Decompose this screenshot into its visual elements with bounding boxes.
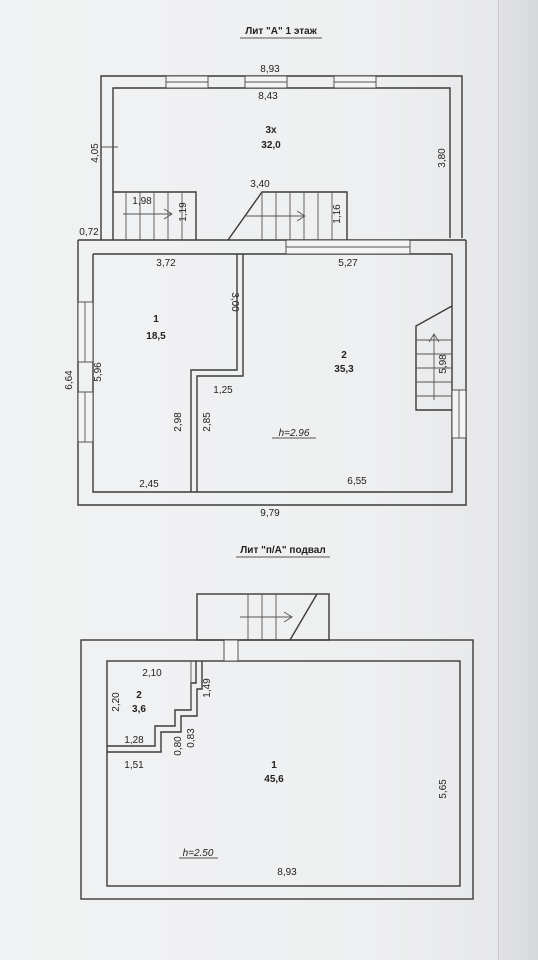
dim-b-bottom-893: 8,93: [277, 867, 297, 878]
floor1-top-windows: [165, 75, 377, 89]
floor1-lower-top-window: [285, 239, 411, 255]
floor1-stair-upper: [113, 191, 348, 241]
room-3x-number: 3х: [265, 125, 277, 136]
dim-b-right-565: 5,65: [438, 779, 449, 799]
dim-b-step-080: 0,80: [173, 736, 184, 756]
room-1-number: 1: [153, 314, 159, 325]
dim-room1-bottom: 2,45: [139, 479, 159, 490]
dim-b-top-210: 2,10: [142, 668, 162, 679]
floor1-lower-walls: [77, 239, 467, 506]
dim-top-inner: 8,43: [258, 91, 278, 102]
dim-b-step-083: 0,83: [186, 728, 197, 748]
floor1-right-window: [451, 389, 467, 439]
dim-b-bottom-151: 1,51: [124, 760, 144, 771]
basement-room2-walls: [107, 661, 203, 753]
room-3x-area: 32,0: [261, 140, 281, 151]
room-1-area: 18,5: [146, 331, 166, 342]
dim-b-right-149: 1,49: [202, 678, 213, 698]
dim-bottom-outer: 9,79: [260, 508, 280, 519]
dim-notch-125: 1,25: [213, 385, 233, 396]
dim-room2-top: 5,27: [338, 258, 358, 269]
basement-entry-stair: [196, 593, 330, 641]
basement-room-2-area: 3,6: [132, 704, 146, 715]
page-edge-shadow: [498, 0, 538, 960]
room-2-area: 35,3: [334, 364, 354, 375]
room-2-number: 2: [341, 350, 347, 361]
dim-right-inner: 5,98: [438, 354, 449, 374]
dim-b-left-220: 2,20: [111, 692, 122, 712]
dim-stair-upper: 3,40: [250, 179, 270, 190]
dim-room2-bottom: 6,55: [347, 476, 367, 487]
dim-stair-119: 1,19: [178, 202, 189, 222]
dim-partition-300: 3,00: [229, 292, 240, 312]
dim-inner-298: 2,98: [173, 412, 184, 432]
basement-room-1-number: 1: [271, 760, 277, 771]
floor1-left-windows: [77, 301, 94, 443]
basement-room-1-area: 45,6: [264, 774, 284, 785]
dim-left-top: 4,05: [90, 143, 101, 163]
floor1-height: h=2.96: [279, 428, 310, 439]
title-basement: Лит "п/А" подвал: [240, 545, 325, 556]
floor1-upper-walls: [100, 75, 463, 240]
dim-room1-top: 3,72: [156, 258, 176, 269]
dim-left-inner: 5,96: [93, 362, 104, 382]
dim-stair-left: 1,98: [132, 196, 152, 207]
dim-stair-116: 1,16: [332, 204, 343, 224]
basement-height: h=2.50: [183, 848, 214, 859]
title-floor1: Лит "А" 1 этаж: [245, 26, 318, 37]
basement-room-2-number: 2: [136, 690, 142, 701]
basement-walls: [80, 639, 474, 900]
dim-b-mid-128: 1,28: [124, 735, 144, 746]
floor1-partition: [190, 254, 244, 492]
dim-left-outer: 6,64: [64, 370, 75, 390]
dim-inner-285: 2,85: [202, 412, 213, 432]
floor1-stair-right: [415, 305, 453, 411]
dim-step-072: 0,72: [79, 227, 99, 238]
dim-top-outer: 8,93: [260, 64, 280, 75]
dim-right-top: 3,80: [437, 148, 448, 168]
